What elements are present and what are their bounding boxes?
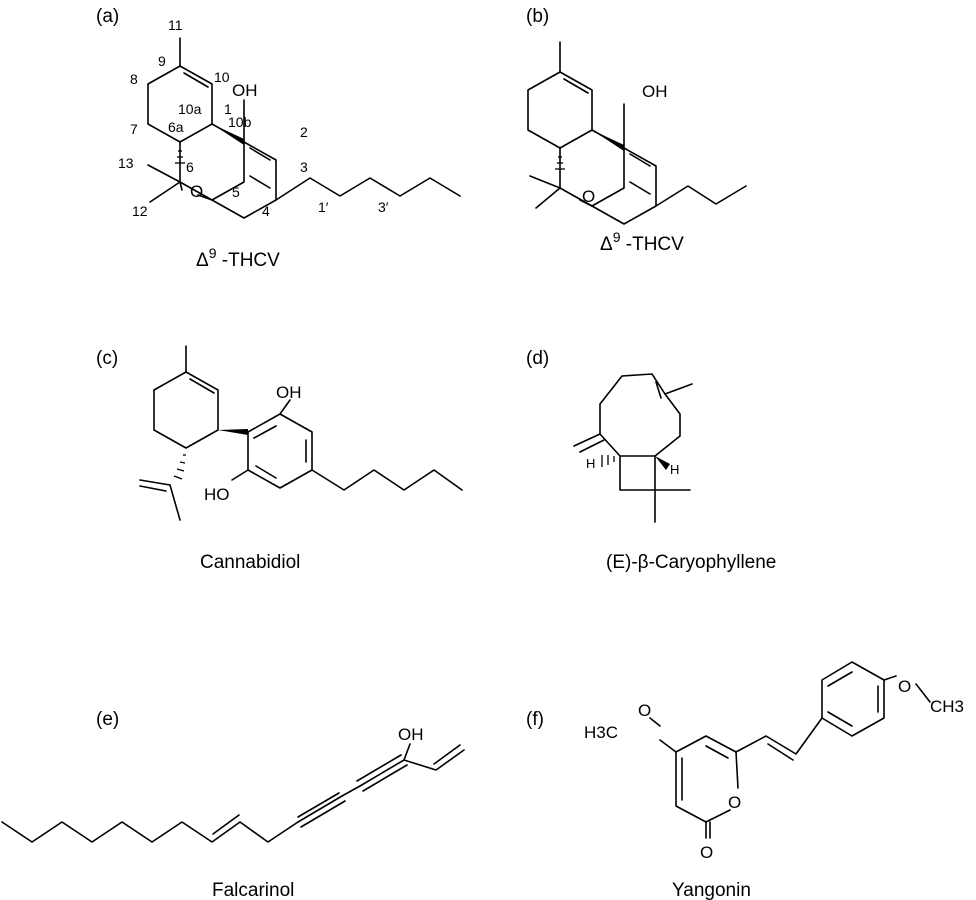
molecule-c-oh-top: OH [276,383,302,402]
molecule-e-bonds [1,743,465,843]
locant: 12 [132,203,148,219]
molecule-b-bonds [527,41,747,225]
panel-f: (f) O CH3 H3C O O O Yangonin [526,661,964,900]
locant: 3 [300,159,308,175]
panel-label-a: (a) [96,6,119,27]
panel-c: (c) OH HO Cannabidiol [96,345,463,573]
molecule-d-h-left: H [586,456,595,471]
molecule-e-oh: OH [398,725,424,744]
molecule-c-bonds [139,345,463,521]
locant: 6a [168,119,184,135]
panel-d: (d) H H (E)-β-Caryophyllene [526,348,776,573]
panel-a: (a) OH O 11 9 10 8 10a 1 10b 2 7 6a 13 6… [96,6,461,271]
molecule-b-hash [555,156,565,170]
locant: 3′ [378,199,389,215]
molecule-f-o-ring: O [728,793,741,812]
molecule-b-wedge [592,130,624,151]
locant: 2 [300,124,308,140]
caption-e: Falcarinol [212,880,294,900]
molecule-c-hash [173,454,186,480]
molecule-b-o: O [582,187,595,206]
molecule-a-bonds [147,37,461,219]
locant: 5 [232,184,240,200]
panel-label-c: (c) [96,348,118,369]
molecule-f-o-carbonyl: O [700,843,713,862]
locant: 4 [262,203,270,219]
panel-label-e: (e) [96,709,119,730]
molecule-f-o-methoxy-left: O [638,701,651,720]
molecule-a-oh: OH [232,81,258,100]
locant: 13 [118,155,134,171]
molecule-c-oh-left: HO [204,485,230,504]
molecule-d-hash [601,455,615,467]
locant: 6 [186,159,194,175]
caption-b: Δ9 -THCV [600,229,684,255]
molecule-b-oh: OH [642,82,668,101]
molecule-a-locants: 11 9 10 8 10a 1 10b 2 7 6a 13 6 3 5 12 4… [118,17,389,219]
caption-d: (E)-β-Caryophyllene [606,552,776,573]
caption-a: Δ9 -THCV [196,245,280,271]
panel-e: (e) OH Falcarinol [1,709,465,900]
molecule-a-hash [175,150,185,164]
molecule-f-o-methoxy-right: O [898,677,911,696]
panel-label-b: (b) [526,6,549,27]
locant: 10a [178,101,202,117]
molecule-f-ch3-right: CH3 [930,697,964,716]
molecule-c-wedge [218,429,248,435]
panel-label-f: (f) [526,709,544,730]
caption-c: Cannabidiol [200,552,300,573]
molecule-d-h-right: H [670,462,679,477]
locant: 1 [224,101,232,117]
locant: 9 [158,53,166,69]
molecule-d-wedge [655,456,670,470]
locant: 10 [214,69,230,85]
molecule-d-bonds [573,373,693,523]
panel-b: (b) OH O Δ9 -THCV [526,6,747,255]
molecule-f-ch3-left: H3C [584,723,618,742]
molecule-a-wedge [212,124,244,145]
locant: 8 [130,71,138,87]
molecule-a-o: O [190,182,203,201]
locant: 7 [130,121,138,137]
locant: 10b [228,114,252,130]
panel-label-d: (d) [526,348,549,369]
molecule-f-bonds [649,661,931,839]
caption-f: Yangonin [672,880,751,900]
locant: 11 [168,17,183,33]
locant: 1′ [318,199,329,215]
